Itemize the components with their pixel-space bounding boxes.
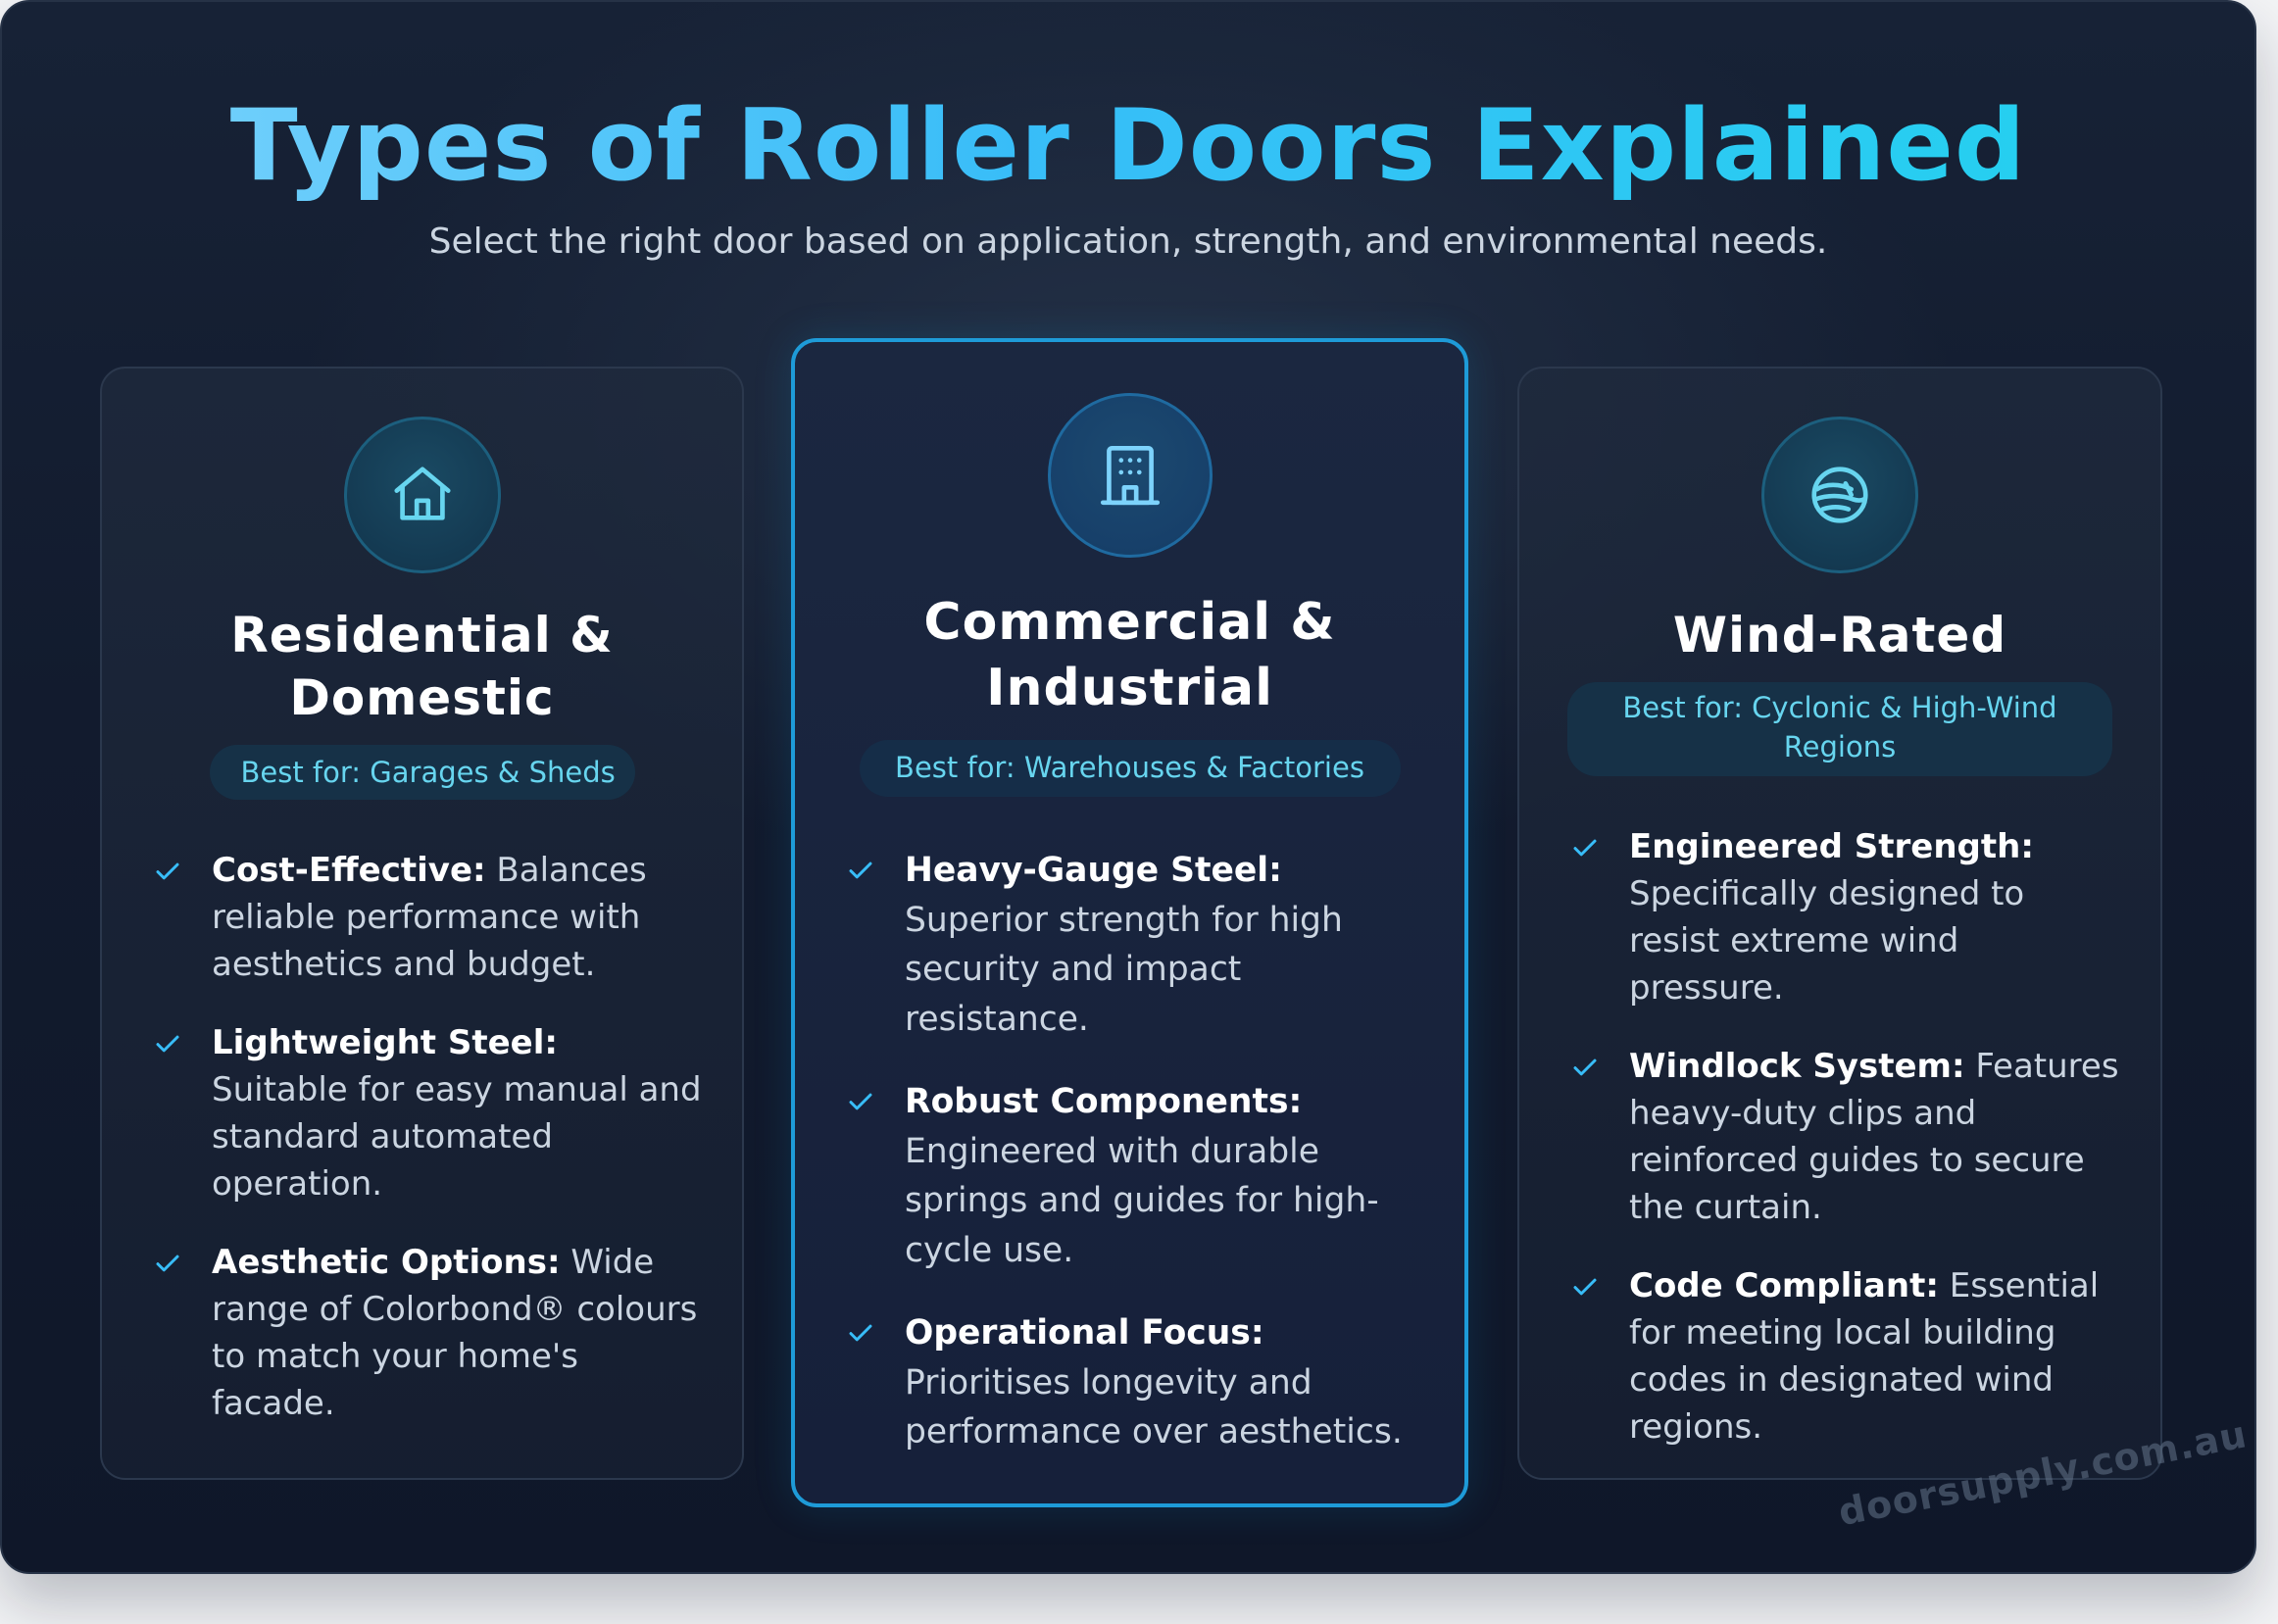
icon-badge bbox=[1047, 393, 1213, 558]
check-icon bbox=[1573, 1278, 1597, 1296]
feature-title: Cost-Effective: bbox=[212, 851, 486, 890]
check-icon bbox=[1573, 1058, 1597, 1076]
best-for-badge: Best for: Warehouses & Factories bbox=[859, 740, 1401, 797]
best-for-badge: Best for: Cyclonic & High-Wind Regions bbox=[1567, 682, 2112, 776]
feature-title: Windlock System: bbox=[1629, 1047, 1965, 1086]
feature-item: Operational Focus: Prioritises longevity… bbox=[846, 1308, 1425, 1457]
feature-item: Engineered Strength: Specifically design… bbox=[1570, 823, 2121, 1011]
check-icon bbox=[849, 1324, 872, 1342]
feature-title: Code Compliant: bbox=[1629, 1266, 1939, 1305]
check-icon bbox=[849, 1093, 872, 1110]
check-icon bbox=[156, 1255, 179, 1272]
icon-badge bbox=[343, 417, 501, 573]
feature-text: Prioritises longevity and performance ov… bbox=[905, 1362, 1403, 1452]
card-title: Wind-Rated bbox=[1672, 607, 2007, 664]
feature-text: Suitable for easy manual and standard au… bbox=[212, 1070, 702, 1204]
card-title: Commercial & Industrial bbox=[923, 593, 1336, 717]
best-for-badge: Best for: Garages & Sheds bbox=[209, 745, 635, 800]
feature-text: Features heavy-duty clips and reinforced… bbox=[1629, 1047, 2119, 1227]
feature-title: Robust Components: bbox=[905, 1082, 1303, 1121]
page-title: Types of Roller Doors Explained bbox=[2, 86, 2254, 204]
feature-item: Lightweight Steel: Suitable for easy man… bbox=[153, 1019, 703, 1207]
card-residential: Residential & Domestic Best for: Garages… bbox=[100, 367, 744, 1480]
feature-text: Wide range of Colorbond® colours to matc… bbox=[212, 1243, 698, 1423]
icon-badge bbox=[1761, 417, 1918, 573]
check-icon bbox=[849, 861, 872, 879]
feature-text: Specifically designed to resist extreme … bbox=[1629, 874, 2025, 1008]
feature-title: Aesthetic Options: bbox=[212, 1243, 561, 1282]
feature-item: Code Compliant: Essential for meeting lo… bbox=[1570, 1262, 2121, 1451]
feature-text: Engineered with durable springs and guid… bbox=[905, 1131, 1379, 1270]
feature-item: Cost-Effective: Balances reliable perfor… bbox=[153, 847, 703, 988]
feature-item: Heavy-Gauge Steel: Superior strength for… bbox=[846, 846, 1425, 1044]
feature-item: Windlock System: Features heavy-duty cli… bbox=[1570, 1043, 2121, 1231]
feature-text: Superior strength for high security and … bbox=[905, 900, 1343, 1039]
feature-list: Engineered Strength: Specifically design… bbox=[1570, 823, 2121, 1482]
infographic-panel: Types of Roller Doors Explained Select t… bbox=[0, 0, 2256, 1574]
feature-title: Operational Focus: bbox=[905, 1313, 1264, 1353]
feature-item: Aesthetic Options: Wide range of Colorbo… bbox=[153, 1239, 703, 1427]
check-icon bbox=[1573, 839, 1597, 857]
feature-title: Lightweight Steel: bbox=[212, 1023, 558, 1062]
feature-list: Heavy-Gauge Steel: Superior strength for… bbox=[846, 846, 1425, 1491]
card-commercial: Commercial & Industrial Best for: Wareho… bbox=[791, 338, 1468, 1507]
feature-list: Cost-Effective: Balances reliable perfor… bbox=[153, 847, 703, 1458]
feature-title: Engineered Strength: bbox=[1629, 827, 2034, 866]
feature-text: Essential for meeting local building cod… bbox=[1629, 1266, 2100, 1447]
check-icon bbox=[156, 862, 179, 880]
feature-title: Heavy-Gauge Steel: bbox=[905, 851, 1282, 890]
home-icon bbox=[393, 467, 451, 520]
wind-icon bbox=[1811, 467, 1868, 523]
feature-item: Robust Components: Engineered with durab… bbox=[846, 1077, 1425, 1275]
check-icon bbox=[156, 1035, 179, 1053]
page-subtitle: Select the right door based on applicati… bbox=[428, 221, 1828, 262]
card-title: Residential & Domestic bbox=[230, 607, 614, 726]
feature-text: Balances reliable performance with aesth… bbox=[212, 851, 647, 984]
building-icon bbox=[1100, 445, 1160, 506]
card-wind-rated: Wind-Rated Best for: Cyclonic & High-Win… bbox=[1517, 367, 2162, 1480]
